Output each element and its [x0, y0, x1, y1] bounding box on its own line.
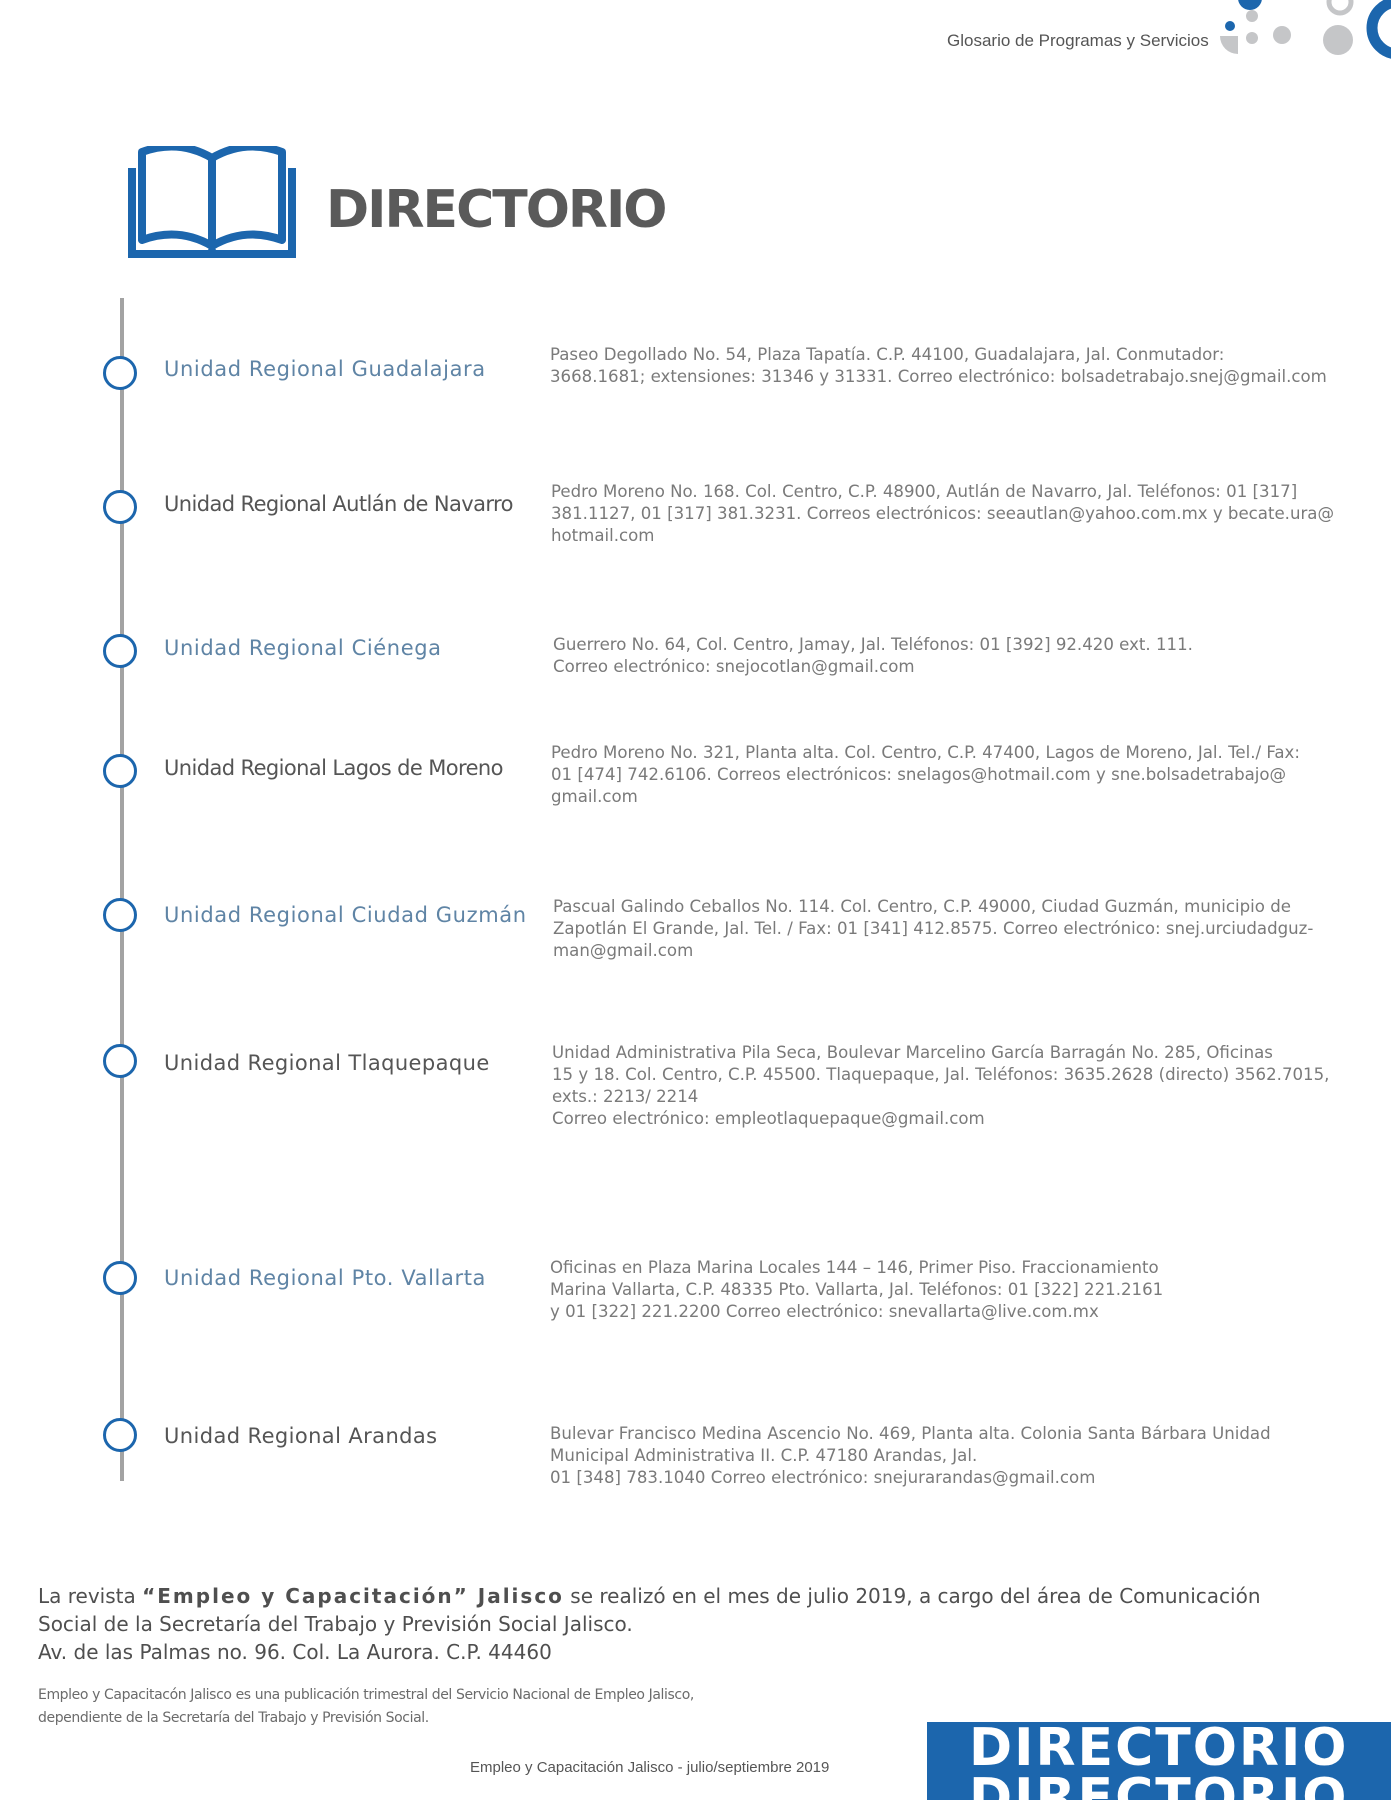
timeline-line — [120, 298, 124, 1481]
unit-name: Unidad Regional Ciénega — [164, 636, 442, 660]
unit-name: Unidad Regional Guadalajara — [164, 357, 486, 381]
footer-text: Empleo y Capacitación Jalisco - julio/se… — [470, 1759, 830, 1776]
unit-detail: Guerrero No. 64, Col. Centro, Jamay, Jal… — [553, 635, 1193, 676]
header-decoration — [1220, 0, 1391, 59]
unit-detail: Paseo Degollado No. 54, Plaza Tapatía. C… — [550, 345, 1327, 386]
credits-line-2: Social de la Secretaría del Trabajo y Pr… — [38, 1612, 633, 1636]
timeline-node — [103, 490, 137, 524]
unit-name: Unidad Regional Pto. Vallarta — [164, 1266, 486, 1290]
footer-section-tab: DIRECTORIO DIRECTORIO — [927, 1722, 1391, 1800]
timeline-node — [103, 1044, 137, 1078]
footer-tab-line-1: DIRECTORIO — [969, 1722, 1349, 1778]
magazine-name: “Empleo y Capacitación” Jalisco — [142, 1584, 564, 1608]
unit-detail: Pedro Moreno No. 168. Col. Centro, C.P. … — [551, 482, 1335, 545]
timeline-node — [103, 634, 137, 668]
publication-note: Empleo y Capacitacón Jalisco es una publ… — [38, 1684, 798, 1730]
unit-name: Unidad Regional Lagos de Moreno — [164, 756, 504, 780]
unit-detail: Bulevar Francisco Medina Ascencio No. 46… — [550, 1424, 1271, 1487]
timeline-node — [103, 1418, 137, 1452]
unit-detail: Pascual Galindo Ceballos No. 114. Col. C… — [553, 897, 1314, 960]
unit-name: Unidad Regional Autlán de Navarro — [164, 492, 513, 516]
unit-detail: Unidad Administrativa Pila Seca, Bouleva… — [552, 1043, 1330, 1128]
unit-name: Unidad Regional Arandas — [164, 1424, 438, 1448]
open-book-icon — [128, 146, 296, 258]
footer-tab-line-2: DIRECTORIO — [969, 1768, 1349, 1800]
timeline-node — [103, 356, 137, 390]
timeline-node — [103, 754, 137, 788]
credits-prefix: La revista — [38, 1584, 143, 1608]
unit-detail: Pedro Moreno No. 321, Planta alta. Col. … — [551, 743, 1300, 806]
credits-line-1: La revista “Empleo y Capacitación” Jalis… — [38, 1582, 1368, 1610]
unit-name: Unidad Regional Ciudad Guzmán — [164, 903, 527, 927]
header-title: Glosario de Programas y Servicios — [947, 31, 1209, 50]
credits-block: La revista “Empleo y Capacitación” Jalis… — [38, 1582, 1368, 1666]
note-line-1: Empleo y Capacitacón Jalisco es una publ… — [38, 1687, 694, 1703]
credits-line-1-rest: se realizó en el mes de julio 2019, a ca… — [563, 1584, 1261, 1608]
page-title: DIRECTORIO — [326, 180, 668, 240]
timeline-node — [103, 898, 137, 932]
credits-line-3: Av. de las Palmas no. 96. Col. La Aurora… — [38, 1640, 552, 1664]
unit-detail: Oficinas en Plaza Marina Locales 144 – 1… — [550, 1258, 1164, 1321]
timeline-node — [103, 1261, 137, 1295]
note-line-2: dependiente de la Secretaría del Trabajo… — [38, 1710, 429, 1726]
unit-name: Unidad Regional Tlaquepaque — [164, 1051, 490, 1075]
